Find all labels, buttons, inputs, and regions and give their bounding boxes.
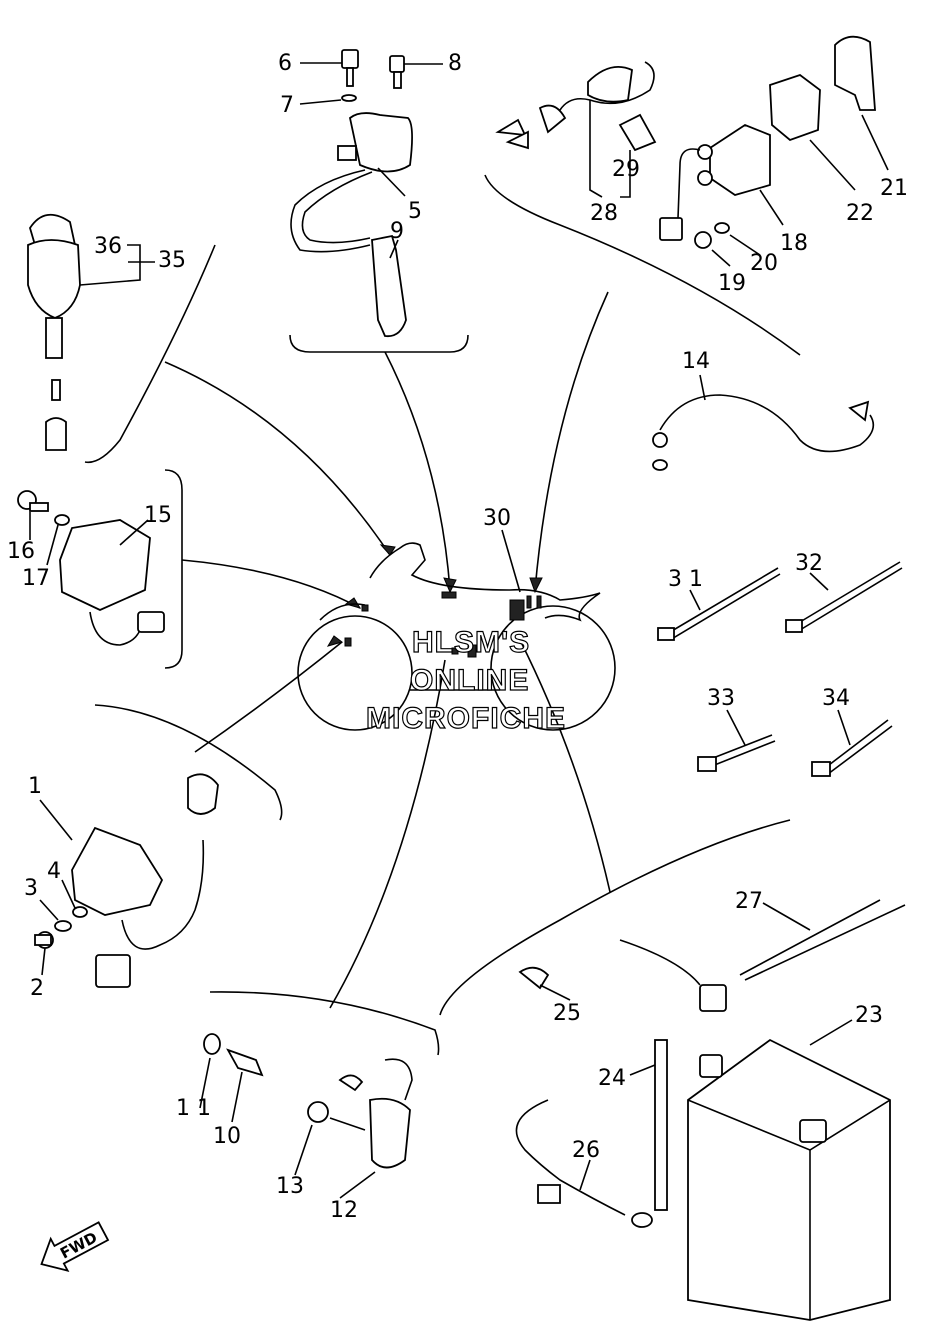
callout-15: 15 xyxy=(144,503,172,528)
callout-34: 34 xyxy=(822,686,850,711)
main-switch-group xyxy=(27,213,81,451)
motorcycle-silhouette xyxy=(297,542,616,731)
callout-27: 27 xyxy=(735,889,763,914)
starter-relay-group xyxy=(495,35,876,249)
callout-22: 22 xyxy=(846,201,874,226)
watermark-line-1: HLSM'S xyxy=(412,626,530,659)
callout-3: 3 xyxy=(24,876,38,901)
callout-29: 29 xyxy=(612,157,640,182)
callout-6: 6 xyxy=(278,51,292,76)
callout-20: 20 xyxy=(750,251,778,276)
callout-7: 7 xyxy=(280,93,294,118)
ignition-coil-group xyxy=(290,49,413,338)
callout-13: 13 xyxy=(276,1174,304,1199)
callout-9: 9 xyxy=(390,219,404,244)
callout-4: 4 xyxy=(47,859,61,884)
callout-21: 21 xyxy=(880,176,908,201)
callout-16: 16 xyxy=(7,539,35,564)
callout-12: 12 xyxy=(330,1198,358,1223)
callout-26: 26 xyxy=(572,1138,600,1163)
callout-8: 8 xyxy=(448,51,462,76)
callout-23: 23 xyxy=(855,1003,883,1028)
neutral-switch-group xyxy=(203,1033,413,1169)
callout-17: 17 xyxy=(22,566,50,591)
callout-11: 1 1 xyxy=(176,1096,211,1121)
callout-labels: 1 2 3 4 5 6 7 8 9 10 1 1 12 13 14 15 16 … xyxy=(7,51,908,1223)
callout-18: 18 xyxy=(780,231,808,256)
wire-harness-group xyxy=(652,394,875,471)
callout-31: 3 1 xyxy=(668,567,703,592)
leader-lines xyxy=(164,291,611,1009)
callout-30: 30 xyxy=(483,506,511,531)
callout-33: 33 xyxy=(707,686,735,711)
callout-28: 28 xyxy=(590,201,618,226)
callout-24: 24 xyxy=(598,1066,626,1091)
callout-36: 36 xyxy=(94,234,122,259)
callout-35: 35 xyxy=(158,248,186,273)
battery-group xyxy=(515,899,906,1321)
fwd-direction-badge: FWD xyxy=(40,1221,110,1272)
watermark-line-2: ONLINE xyxy=(410,664,529,697)
callout-32: 32 xyxy=(795,551,823,576)
cable-bands-group xyxy=(657,561,903,777)
watermark-line-3: MICROFICHE xyxy=(366,702,566,735)
cdi-unit-group xyxy=(34,773,219,988)
callout-25: 25 xyxy=(553,1001,581,1026)
group-brackets xyxy=(84,174,801,1056)
watermark: HLSM'S ONLINE MICROFICHE xyxy=(365,625,566,735)
callout-1: 1 xyxy=(28,774,42,799)
callout-10: 10 xyxy=(213,1124,241,1149)
callout-leaders xyxy=(29,62,889,1199)
callout-19: 19 xyxy=(718,271,746,296)
rectifier-regulator-group xyxy=(17,490,165,646)
callout-2: 2 xyxy=(30,976,44,1001)
callout-14: 14 xyxy=(682,349,710,374)
callout-5: 5 xyxy=(408,199,422,224)
